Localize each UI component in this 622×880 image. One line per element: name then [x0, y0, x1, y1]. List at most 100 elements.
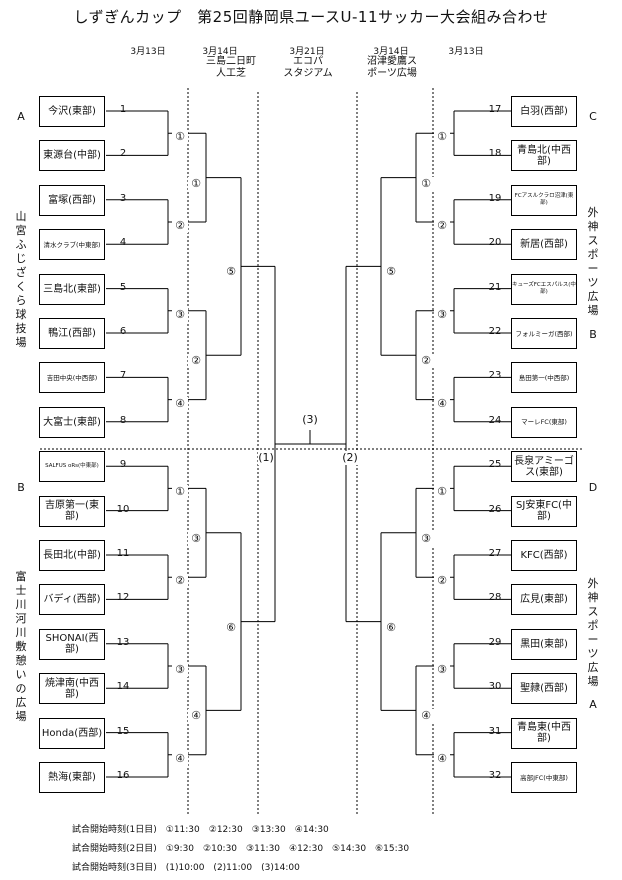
left-r1-mark-6: ③: [172, 663, 188, 677]
team-box-21: キューズFCエスパルス(中部): [511, 273, 577, 305]
venue-center-line1: エコパ: [293, 56, 323, 67]
team-box-22: フォルミーガ(西部): [511, 318, 577, 349]
right-qf-mark-0: ⑤: [383, 265, 399, 280]
team-box-10: 吉原第一(東部): [39, 495, 105, 527]
team-box-23: 島田第一(中西部): [511, 362, 577, 394]
team-number-13: 13: [116, 636, 130, 648]
group-label-c: C: [589, 110, 597, 123]
right-r2-mark-3: ④: [418, 709, 434, 724]
team-number-27: 27: [488, 548, 502, 559]
right-r1-mark-1: ②: [434, 219, 450, 233]
team-number-32: 32: [488, 770, 502, 781]
side-venue-left-bottom: 富士川河川敷憩いの広場: [15, 570, 27, 723]
group-label-b-right: B: [589, 328, 597, 341]
sf-mark-left: (1): [258, 451, 274, 465]
side-venue-right-bottom: 外神スポーツ広場: [587, 577, 599, 688]
team-number-15: 15: [116, 725, 130, 737]
left-r1-mark-3: ④: [172, 396, 188, 411]
venue-right-line1: 沼津愛鷹ス: [367, 56, 417, 67]
left-r1-mark-2: ③: [172, 307, 188, 322]
team-number-24: 24: [488, 414, 502, 426]
team-number-20: 20: [488, 237, 502, 249]
right-r1-mark-6: ③: [434, 663, 450, 677]
team-box-19: FCアスルクラロ沼津(東部): [511, 184, 577, 216]
team-box-12: バディ(西部): [39, 584, 105, 616]
team-box-3: 富塚(西部): [39, 184, 105, 216]
team-box-1: 今沢(東部): [39, 96, 105, 127]
team-box-26: SJ安東FC(中部): [511, 495, 577, 527]
team-number-30: 30: [488, 681, 502, 693]
team-box-15: Honda(西部): [39, 717, 105, 749]
team-box-31: 青島東(中西部): [511, 717, 577, 749]
team-box-27: KFC(西部): [511, 540, 577, 571]
left-r1-mark-1: ②: [172, 219, 188, 233]
right-r2-mark-2: ③: [418, 531, 434, 546]
team-number-8: 8: [119, 414, 127, 426]
group-label-d: D: [588, 481, 598, 494]
team-box-20: 新居(西部): [511, 229, 577, 261]
venue-left-line1: 三島二日町: [206, 56, 256, 67]
team-number-22: 22: [488, 326, 502, 337]
team-box-14: 焼津南(中西部): [39, 673, 105, 705]
team-number-3: 3: [119, 192, 127, 204]
group-label-a: A: [17, 110, 25, 123]
right-r1-mark-2: ③: [434, 307, 450, 322]
left-r2-mark-1: ②: [188, 354, 204, 369]
left-r2-mark-2: ③: [188, 531, 204, 546]
group-label-a-right: A: [589, 698, 597, 711]
team-number-18: 18: [488, 148, 502, 160]
side-venue-left-top: 山宮ふじざくら球技場: [15, 210, 27, 349]
left-qf-mark-0: ⑤: [223, 265, 239, 280]
date-right-round1: 3月13日: [448, 47, 484, 57]
team-number-28: 28: [488, 592, 502, 604]
sf-mark-right: (2): [342, 451, 358, 465]
venue-left: 三島二日町 人工芝: [186, 56, 276, 80]
team-box-13: SHONAI(西部): [39, 628, 105, 660]
team-box-32: 高部JFC(中東部): [511, 762, 577, 793]
right-r1-mark-3: ④: [434, 396, 450, 411]
schedule-day1: 試合開始時刻(1日目) ①11:30 ②12:30 ③13:30 ④14:30: [72, 825, 329, 835]
final-mark: (3): [302, 413, 318, 427]
team-box-4: 清水クラブ(中東部): [39, 229, 105, 261]
left-qf-mark-1: ⑥: [223, 620, 239, 635]
venue-right-line2: ポーツ広場: [367, 68, 417, 79]
right-qf-mark-1: ⑥: [383, 620, 399, 635]
team-number-19: 19: [488, 192, 502, 204]
team-number-4: 4: [119, 237, 127, 249]
team-number-12: 12: [116, 592, 130, 604]
team-number-16: 16: [116, 770, 130, 781]
venue-right: 沼津愛鷹ス ポーツ広場: [347, 56, 437, 80]
team-number-2: 2: [119, 148, 127, 160]
date-left-round2: 3月14日: [202, 47, 238, 57]
team-box-28: 広見(東部): [511, 584, 577, 616]
left-r1-mark-0: ①: [172, 130, 188, 145]
page-title: しずぎんカップ 第25回静岡県ユースU-11サッカー大会組み合わせ: [73, 8, 549, 26]
venue-center: エコパ スタジアム: [263, 56, 353, 80]
team-box-11: 長田北(中部): [39, 540, 105, 571]
team-box-17: 白羽(西部): [511, 96, 577, 127]
schedule-day3: 試合開始時刻(3日目) (1)10:00 (2)11:00 (3)14:00: [72, 863, 300, 873]
team-number-25: 25: [488, 459, 502, 471]
team-number-10: 10: [116, 503, 130, 515]
right-r1-mark-0: ①: [434, 130, 450, 145]
date-right-round2: 3月14日: [373, 47, 409, 57]
team-number-5: 5: [119, 281, 127, 293]
team-box-6: 鴨江(西部): [39, 318, 105, 349]
right-r1-mark-7: ④: [434, 751, 450, 766]
team-number-17: 17: [488, 104, 502, 115]
left-r2-mark-0: ①: [188, 176, 204, 191]
team-number-7: 7: [119, 370, 127, 382]
team-number-29: 29: [488, 636, 502, 648]
team-box-29: 黒田(東部): [511, 628, 577, 660]
left-r2-mark-3: ④: [188, 709, 204, 724]
venue-left-line2: 人工芝: [216, 68, 246, 79]
team-number-6: 6: [119, 326, 127, 337]
team-number-14: 14: [116, 681, 130, 693]
team-box-16: 熱海(東部): [39, 762, 105, 793]
schedule-day2: 試合開始時刻(2日目) ①9:30 ②10:30 ③11:30 ④12:30 ⑤…: [72, 844, 410, 854]
team-box-5: 三島北(東部): [39, 273, 105, 305]
left-r1-mark-4: ①: [172, 485, 188, 500]
right-r1-mark-5: ②: [434, 574, 450, 589]
team-number-11: 11: [116, 548, 130, 559]
left-r1-mark-5: ②: [172, 574, 188, 589]
